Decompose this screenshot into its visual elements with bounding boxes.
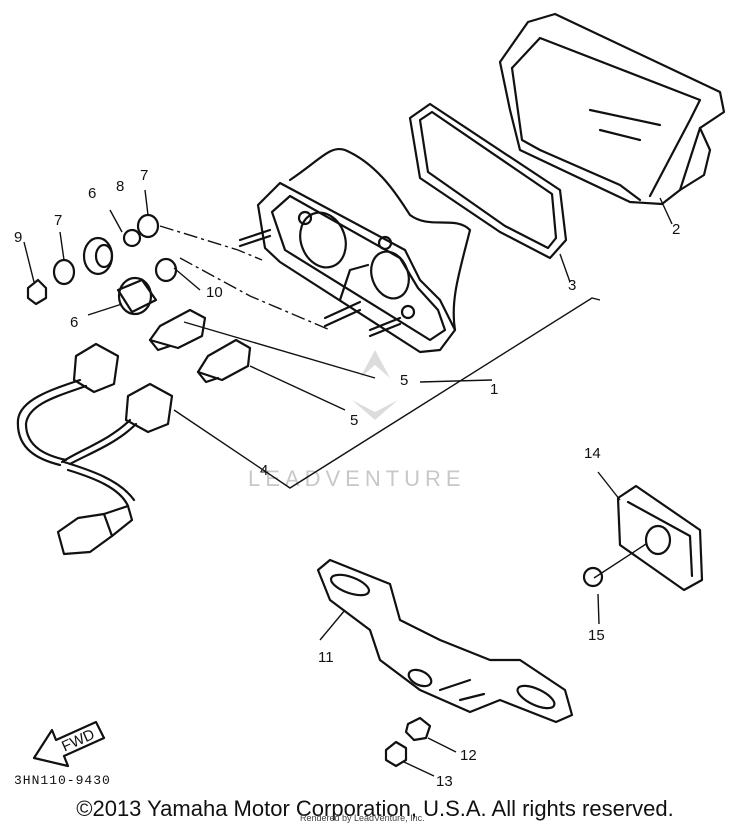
diagram-code: 3HN110-9430	[14, 773, 111, 788]
part-grommet-6b	[116, 276, 158, 316]
part-bulb-5a	[148, 308, 207, 352]
part-bolt-12	[404, 716, 432, 742]
part-washer-10	[154, 257, 178, 283]
callout-6a: 6	[88, 185, 96, 202]
part-bulb-5b	[196, 338, 252, 384]
part-nut-8	[122, 228, 142, 248]
rendered-by-note: Rendered by LeadVenture, Inc.	[300, 813, 425, 823]
callout-8: 8	[116, 178, 124, 195]
callout-14: 14	[584, 445, 601, 462]
part-washer-7a	[52, 258, 76, 286]
callout-numbers: 1 2 3 4 5 5 6 6 7 7 8 9 10 11 12 13 14 1…	[14, 167, 680, 790]
callout-1: 1	[490, 381, 498, 398]
fwd-label: FWD	[59, 726, 97, 755]
callout-5b: 5	[350, 412, 358, 429]
callout-15: 15	[588, 627, 605, 644]
part-nut-13	[384, 740, 408, 768]
part-washer-7b	[136, 213, 160, 239]
callout-2: 2	[672, 221, 680, 238]
callout-5a: 5	[400, 372, 408, 389]
copyright-footer: ©2013 Yamaha Motor Corporation, U.S.A. A…	[76, 796, 674, 821]
callout-3: 3	[568, 277, 576, 294]
watermark: LEADVENTURE	[248, 350, 466, 491]
callout-4: 4	[260, 462, 268, 479]
part-lens	[498, 12, 726, 206]
part-grommet-6a	[82, 236, 114, 276]
part-bracket	[316, 558, 574, 724]
part-socket-harness	[16, 342, 174, 556]
callout-11: 11	[318, 649, 334, 666]
part-nut-15	[582, 566, 604, 588]
callout-12: 12	[460, 747, 477, 764]
part-reflector	[616, 484, 704, 592]
callout-7a: 7	[54, 212, 62, 229]
watermark-text: LEADVENTURE	[248, 466, 466, 491]
callout-7b: 7	[140, 167, 148, 184]
callout-10: 10	[206, 284, 223, 301]
leader-lines	[23, 189, 673, 777]
part-housing	[238, 147, 472, 354]
part-nut-9	[26, 278, 48, 306]
callout-13: 13	[436, 773, 453, 790]
callout-9: 9	[14, 229, 22, 246]
callout-6b: 6	[70, 314, 78, 331]
fwd-arrow-icon: FWD	[32, 720, 106, 768]
part-gasket	[408, 102, 568, 260]
